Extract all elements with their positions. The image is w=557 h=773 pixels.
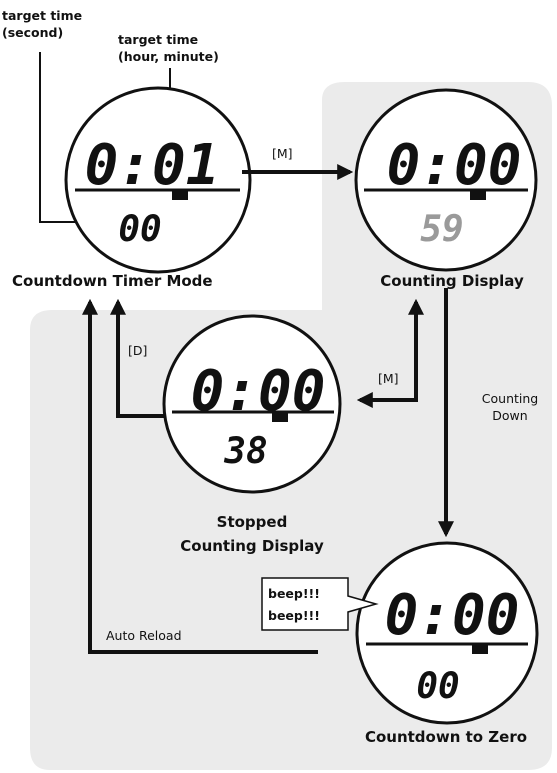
watch-sub-digits: 00	[416, 666, 459, 707]
caption-countdown-to-zero: Countdown to Zero	[365, 728, 527, 746]
watch-main-digits: 0:00	[385, 583, 520, 648]
flow-arrows	[82, 164, 454, 654]
beep-text-2: beep!!!	[268, 608, 320, 623]
label-d: [D]	[128, 343, 147, 358]
watch-stopped-counting-display: 0:00 38	[162, 314, 342, 494]
label-counting-down-2: Down	[492, 408, 527, 423]
beep-text-1: beep!!!	[268, 586, 320, 601]
annotation-target-second-1: target time	[2, 8, 82, 23]
caption-countdown-timer-mode: Countdown Timer Mode	[12, 272, 213, 290]
annotation-target-hm-1: target time	[118, 32, 198, 47]
watch-sub-digits: 00	[118, 209, 161, 250]
watch-countdown-to-zero: 0:00 00	[355, 541, 539, 725]
label-auto-reload: Auto Reload	[106, 628, 182, 643]
watch-countdown-timer-mode: 0:01 00	[64, 86, 252, 274]
label-m-stopped: [M]	[378, 371, 399, 386]
watch-main-digits: 0:01	[85, 133, 220, 198]
watch-sub-digits: 38	[223, 431, 267, 472]
watch-counting-display: 0:00 59	[354, 88, 538, 272]
annotation-target-second-2: (second)	[2, 25, 63, 40]
beep-bubble: beep!!! beep!!!	[261, 577, 379, 631]
arrow-auto-reload	[82, 298, 318, 654]
label-counting-down-1: Counting	[482, 391, 538, 406]
watch-main-digits: 0:00	[387, 133, 522, 198]
arrow-counting-to-stopped	[356, 298, 424, 408]
caption-stopped-2: Counting Display	[180, 537, 324, 555]
annotation-target-hm-2: (hour, minute)	[118, 49, 219, 64]
watch-main-digits: 0:00	[191, 359, 326, 424]
caption-counting-display: Counting Display	[380, 272, 524, 290]
caption-stopped-1: Stopped	[217, 513, 288, 531]
label-m-top: [M]	[272, 146, 293, 161]
arrow-stopped-to-timer	[110, 298, 164, 418]
watch-sub-digits: 59	[420, 209, 463, 250]
